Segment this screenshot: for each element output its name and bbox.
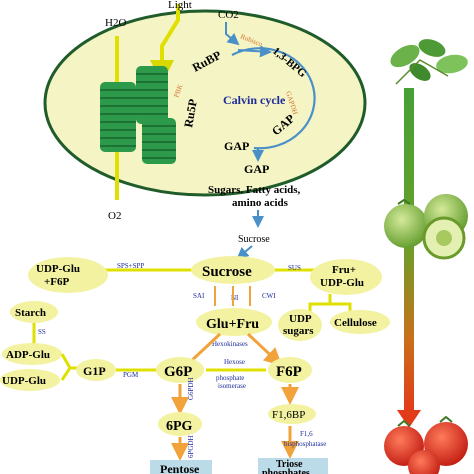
pgm-label: PGM xyxy=(123,371,139,379)
grana-stack-middle xyxy=(136,66,168,124)
udp-branch-line xyxy=(308,294,352,312)
fru-udp-label-1: Fru+ xyxy=(332,264,356,276)
gap-label-left: GAP xyxy=(224,139,249,153)
f16-label-1: F1,6 xyxy=(300,430,313,438)
fru-udp-node xyxy=(310,259,382,295)
o2-label: O2 xyxy=(108,210,121,222)
f6p-node xyxy=(268,357,312,383)
chloroplast-ellipse xyxy=(43,9,367,197)
light-label: Light xyxy=(168,0,192,11)
cwi-label: CWI xyxy=(262,292,276,300)
f16bp-label: F1,6BP xyxy=(272,409,305,421)
adp-glu-node xyxy=(2,343,62,365)
light-line xyxy=(150,4,180,84)
ni-label: NI xyxy=(231,294,239,302)
udp-glu-node xyxy=(0,369,60,391)
g6pdh-label: G6PDH xyxy=(187,377,195,400)
cellulose-label: Cellulose xyxy=(334,317,377,329)
calvin-cycle-label: Calvin cycle xyxy=(223,93,286,107)
sucrose-arrow xyxy=(236,245,253,260)
calvin-arrow-top xyxy=(237,45,272,58)
pgdh-label: 6PGDH xyxy=(187,435,195,458)
invertase-arrows xyxy=(214,286,251,306)
sps-spp-label: SPS+SPP xyxy=(117,262,144,270)
adp-glu-label: ADP-Glu xyxy=(6,349,50,361)
glu-fru-label: Glu+Fru xyxy=(206,317,259,332)
starch-label: Starch xyxy=(15,307,46,319)
triose-label-1: Triose xyxy=(276,459,303,470)
udp-glu-label: UDP-Glu xyxy=(2,375,46,387)
triose-box xyxy=(258,458,328,474)
g1p-node xyxy=(76,359,116,381)
sucrose-small-label: Sucrose xyxy=(238,234,270,245)
grana-stack-left xyxy=(100,82,136,152)
udp-sugars-label-1: UDP xyxy=(289,313,312,325)
hexokinase-arrows xyxy=(186,332,280,364)
red-tomatoes-image xyxy=(384,415,468,474)
g6p-node xyxy=(156,357,204,383)
starch-node xyxy=(10,301,58,323)
g1p-branch-line xyxy=(60,353,72,381)
pg6-node xyxy=(158,412,202,436)
f16-label-2: bisphosphatase xyxy=(284,440,326,448)
udpglu-f6p-label-1: UDP-Glu xyxy=(36,263,80,275)
co2-label: CO2 xyxy=(218,9,239,21)
g1p-label: G1P xyxy=(83,364,106,378)
triose-label-2: phosphates xyxy=(262,468,310,474)
f6p-label: F6P xyxy=(276,364,302,380)
glu-fru-node xyxy=(196,308,272,336)
udpglu-f6p-node xyxy=(28,257,108,293)
f16bp-node xyxy=(268,404,316,424)
sugars-label-1: Sugars. Fatty acids, xyxy=(208,184,301,196)
pg6-label: 6PG xyxy=(166,419,193,434)
udp-sugars-node xyxy=(278,309,322,341)
g6p-label: G6P xyxy=(164,364,192,380)
cellulose-node xyxy=(330,310,390,334)
hexose-label-1: Hexose xyxy=(224,358,245,366)
green-tomatoes-image xyxy=(384,194,468,260)
sucrose-label: Sucrose xyxy=(202,264,252,280)
udp-sugars-label-2: sugars xyxy=(283,325,314,337)
ss-label: SS xyxy=(38,328,46,336)
gap-label-bottom: GAP xyxy=(244,162,269,176)
fru-udp-label-2: UDP-Glu xyxy=(320,277,364,289)
udpglu-f6p-label-2: +F6P xyxy=(44,276,69,288)
sus-label: SUS xyxy=(288,264,301,272)
leaves-image xyxy=(384,34,474,88)
sugars-label-2: amino acids xyxy=(232,197,289,209)
sai-label: SAI xyxy=(193,292,205,300)
hexose-label-2: phosphate xyxy=(216,374,244,382)
ru5p-label: Ru5P xyxy=(181,98,200,129)
pentose-label: Pentose xyxy=(160,462,200,474)
hexokinases-label: Hexokinases xyxy=(212,340,248,348)
hexose-label-3: isomerase xyxy=(218,382,246,390)
development-arrowhead xyxy=(397,410,421,428)
h2o-label: H2O xyxy=(105,17,126,29)
sucrose-node xyxy=(191,256,275,284)
grana-stack-right xyxy=(142,118,176,164)
co2-arrow xyxy=(225,22,240,46)
pentose-box xyxy=(150,460,212,474)
